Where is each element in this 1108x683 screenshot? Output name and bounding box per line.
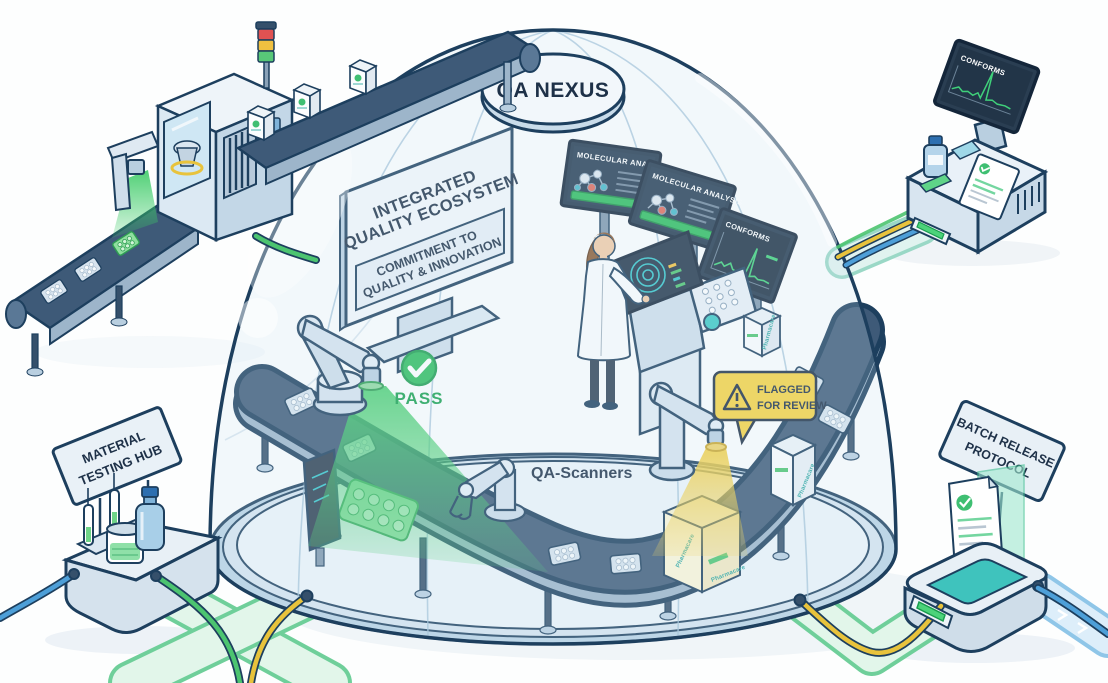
pipe-yellow-right [797, 597, 944, 656]
flagged-bubble: FLAGGED FOR REVIEW [712, 370, 827, 446]
pass-label: PASS [394, 389, 443, 408]
robot-arm-right [648, 381, 727, 482]
machine-scanner-head [127, 159, 145, 175]
flagged-line2: FOR REVIEW [757, 400, 827, 412]
batch-release-station: BATCH RELEASE PROTOCOL [796, 400, 1108, 657]
pipe-blue-right [1035, 585, 1108, 637]
billboard: INTEGRATED QUALITY ECOSYSTEM COMMITMENT … [339, 125, 521, 374]
flagged-line1: FLAGGED [757, 384, 811, 396]
console-action-button [703, 313, 721, 331]
yellow-scan-cone [652, 448, 748, 556]
dome-label: QA NEXUS [497, 79, 610, 102]
machine-scan-beam [112, 170, 158, 238]
pipe-blue [0, 571, 77, 621]
operator [576, 232, 651, 410]
flow-arrows [1057, 608, 1089, 635]
check-icon [979, 163, 991, 175]
dome-glass [208, 28, 898, 646]
warning-icon [722, 383, 752, 411]
machine-pipe-green [253, 233, 319, 263]
robot-arm-center [449, 457, 527, 523]
analyzer-bottle [923, 135, 948, 178]
monitor-molecular-1: MOLECULAR ANALYSIS [559, 138, 671, 220]
analyzer-pad [950, 140, 982, 160]
hub-pipes [0, 570, 311, 683]
pipe-green [153, 573, 243, 683]
material-testing-hub: MATERIAL TESTING HUB [51, 406, 223, 634]
printer-output-tray [925, 558, 1029, 605]
pharma-box-right: Pharmacare [768, 433, 818, 507]
qa-scanners-label: QA-Scanners [531, 465, 632, 482]
reagent-bottle [135, 486, 165, 551]
dome-ports [68, 568, 807, 607]
console-keypad [701, 279, 739, 314]
pipe-yellow [248, 593, 310, 683]
analyzer-monitor: CONFORMS [933, 38, 1041, 135]
check-icon [407, 358, 432, 378]
analyzer-report [958, 153, 1020, 221]
pharma-box-near-console: Pharmacare [741, 307, 783, 358]
robot-arm-left [296, 314, 384, 417]
material-hub-sign: MATERIAL TESTING HUB [51, 406, 183, 506]
sample-jar [106, 522, 144, 564]
monitor-conforms: CONFORMS [696, 207, 798, 304]
production-machine [5, 21, 541, 377]
test-tube-1 [83, 488, 94, 546]
analyzer-green-button [918, 173, 953, 193]
press-ring [170, 160, 204, 176]
green-scan-cone [308, 386, 548, 572]
stack-light [255, 21, 277, 63]
analyzer-station: CONFORMS [904, 38, 1049, 255]
analyzer-pipes [834, 210, 924, 269]
machine-scanned-tray [112, 231, 140, 256]
pass-badge: PASS [394, 349, 443, 408]
